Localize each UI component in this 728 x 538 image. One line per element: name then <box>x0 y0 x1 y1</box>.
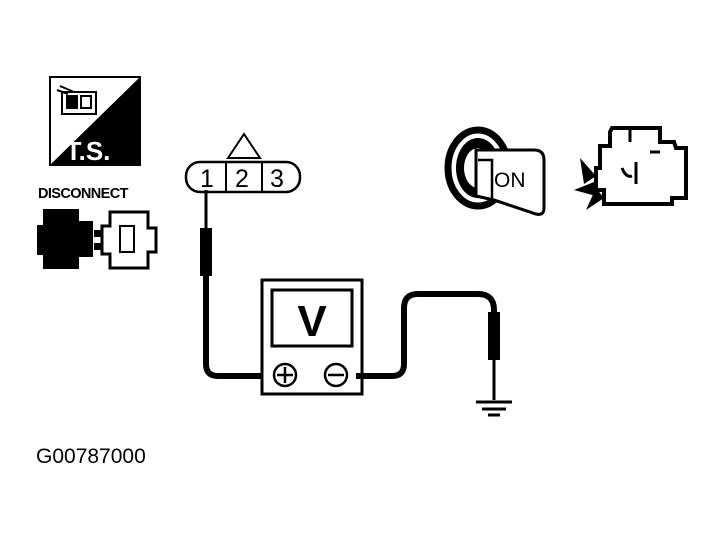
figure-code: G00787000 <box>36 445 146 468</box>
pin-3-label: 3 <box>270 165 284 193</box>
voltmeter: V <box>260 278 364 396</box>
voltmeter-display <box>270 288 354 348</box>
positive-terminal-icon <box>272 362 298 388</box>
ignition-key-icon: ON <box>444 126 546 216</box>
engine-icon <box>574 126 688 210</box>
three-pin-connector: 1 2 3 <box>184 132 302 194</box>
ground-icon <box>476 400 512 417</box>
negative-terminal-icon <box>323 362 349 388</box>
voltmeter-label: V <box>297 297 327 346</box>
positive-probe-handle <box>200 228 212 276</box>
disconnect-icon: DISCONNECT <box>37 186 158 270</box>
ts-label: T.S. <box>66 136 111 166</box>
positive-probe-lead <box>200 190 268 379</box>
pin-2-label: 2 <box>235 165 249 193</box>
pin-1-label: 1 <box>200 165 214 193</box>
disconnect-label: DISCONNECT <box>38 186 129 202</box>
ignition-on-label: ON <box>494 169 526 192</box>
negative-probe-lead <box>356 291 500 400</box>
ts-connector-icon <box>56 85 97 115</box>
engine-fan-icon <box>574 158 604 210</box>
ts-icon: T.S. <box>49 76 141 166</box>
negative-probe-handle <box>488 312 500 360</box>
pin-indicator-triangle <box>226 132 262 159</box>
